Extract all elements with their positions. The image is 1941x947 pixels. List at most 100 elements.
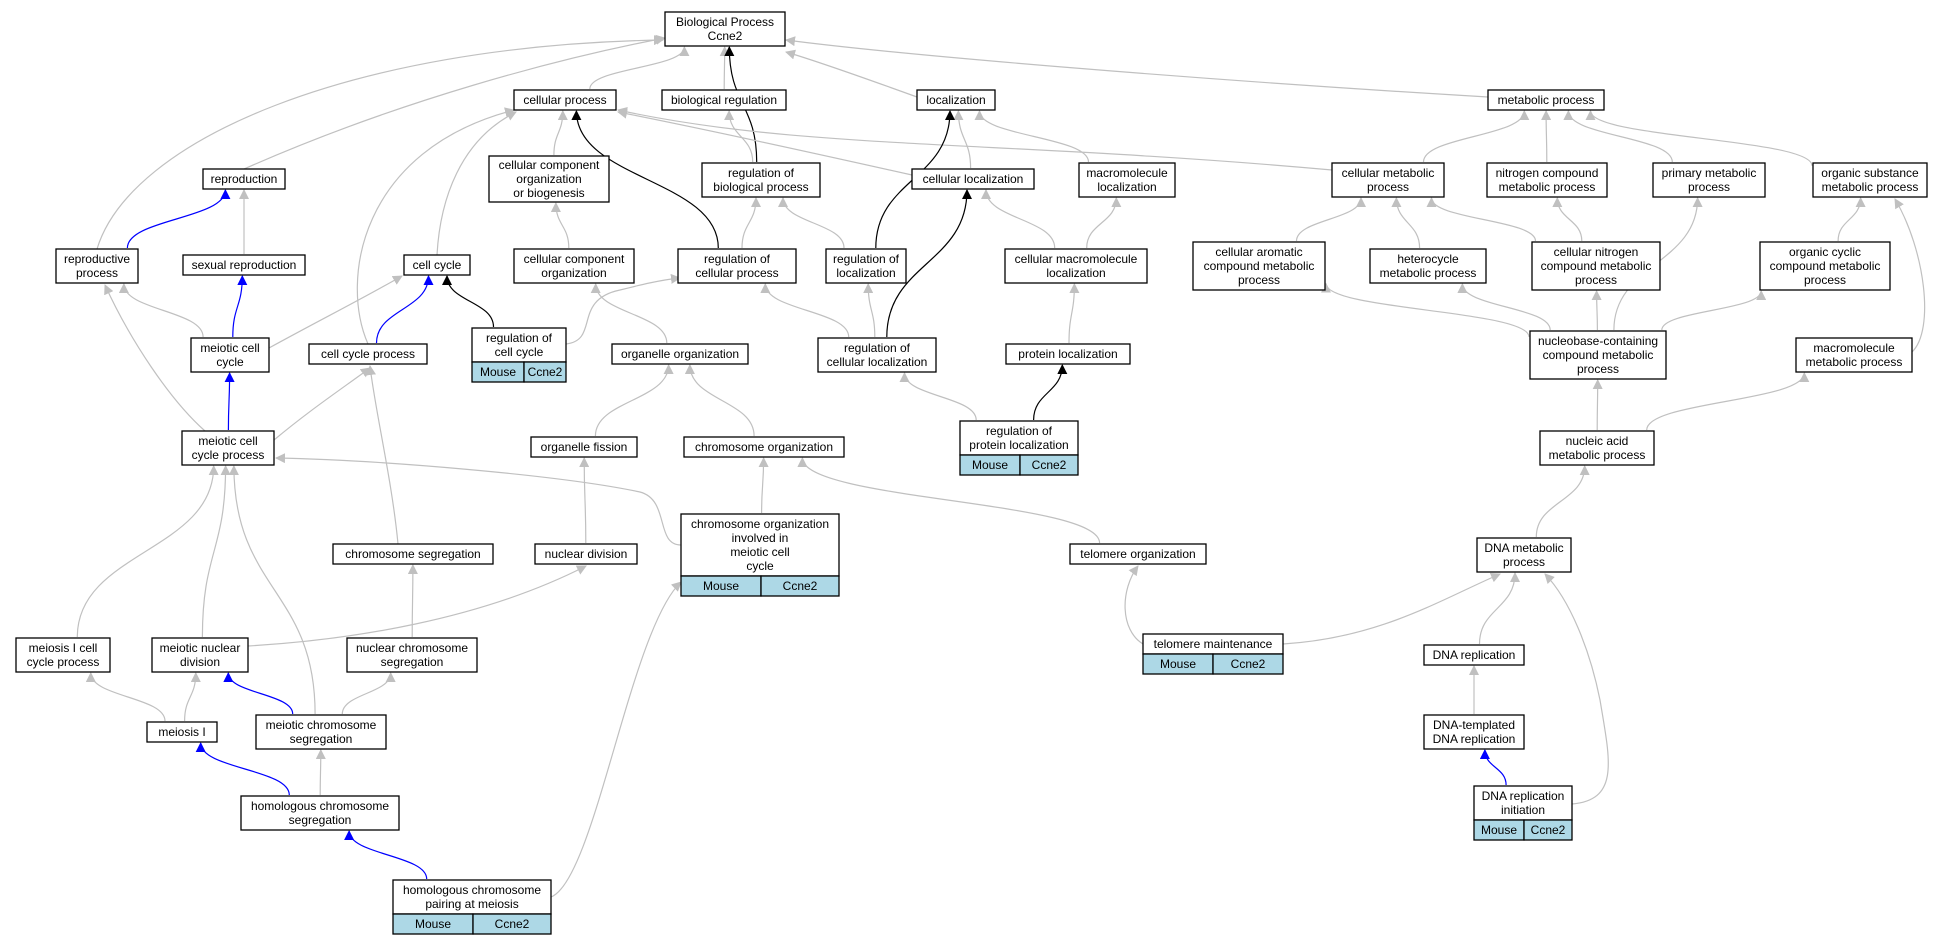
node-label: regulation of [833,252,900,266]
edge-is_a-rbp-to-breg [724,110,754,163]
node-label: macromolecule [1813,341,1895,355]
annotation-gene: Ccne2 [528,365,563,379]
node-label: cellular metabolic [1342,166,1435,180]
edge-part_of-ccp-to-cc [375,275,434,344]
node-label: meiotic cell [730,545,789,559]
go-term-node-co[interactable]: chromosome organization [683,436,845,458]
node-box [911,168,1035,190]
go-term-node-cc[interactable]: cell cycle [403,254,471,276]
node-box [513,248,635,284]
edge-is_a-rcloc-to-rcp [760,283,850,338]
node-label: chromosome organization [695,440,833,454]
edge-is_a-namp-to-nccmp [1592,379,1603,431]
node-label: cell cycle process [321,347,415,361]
go-term-node-sr[interactable]: sexual reproduction [182,254,306,276]
edge-is_a-rcc-to-rcp [565,273,681,345]
node-label: organelle organization [621,347,739,361]
node-label: homologous chromosome [403,883,541,897]
node-label: organization [541,266,606,280]
node-label: metabolic process [1822,180,1919,194]
go-term-node-cloc[interactable]: cellular localization [911,168,1035,190]
node-label: metabolic process [1806,355,1903,369]
node-box [817,337,937,373]
node-label: division [180,655,220,669]
node-label: homologous chromosome [251,799,389,813]
go-term-node-ccp[interactable]: cell cycle process [308,343,428,365]
node-label: regulation of [986,424,1053,438]
node-label: cellular process [695,266,778,280]
node-box [240,795,400,831]
node-label: protein localization [1018,347,1117,361]
go-term-node-cs[interactable]: chromosome segregation [332,543,494,565]
edge-regulates-rcloc-to-cloc [886,189,972,338]
node-label: meiosis I cell [29,641,98,655]
go-term-node-nd[interactable]: nuclear division [534,543,638,565]
go-term-node-ploc[interactable]: protein localization [1005,343,1131,365]
go-term-node-of[interactable]: organelle fission [530,436,638,458]
edge-is_a-mcc-to-cc [268,275,403,349]
go-term-node-oo[interactable]: organelle organization [611,343,749,365]
node-label: cellular nitrogen [1554,245,1639,259]
node-label: metabolic process [1499,180,1596,194]
edge-is_a-breg-to-bp [719,46,730,90]
edge-is_a-mcc-to-rp [118,283,204,338]
edge-is_a-cloc-to-loc [953,110,972,169]
go-term-node-dnar[interactable]: DNA replication [1423,644,1525,666]
go-term-node-loc[interactable]: localization [916,89,996,111]
go-term-node-breg[interactable]: biological regulation [661,89,787,111]
node-box [471,327,567,363]
go-term-node-to[interactable]: telomere organization [1069,543,1207,565]
node-label: localization [1046,266,1105,280]
node-box [182,254,306,276]
node-label: nucleobase-containing [1538,334,1658,348]
edge-is_a-mccp-to-ccp [273,367,371,441]
node-box [1069,543,1207,565]
edge-is_a-mnd-to-nd [247,565,587,647]
go-term-node-cp[interactable]: cellular process [513,89,617,111]
go-term-node-repro[interactable]: reproduction [202,168,286,190]
annotation-tag-box [1212,653,1284,675]
go-term-node-mp[interactable]: metabolic process [1487,89,1605,111]
node-box [513,89,617,111]
node-label: regulation of [728,166,795,180]
node-label: cellular macromolecule [1015,252,1138,266]
annotation-tag-box [1523,819,1573,841]
go-term-node-m1[interactable]: meiosis I [146,721,218,743]
